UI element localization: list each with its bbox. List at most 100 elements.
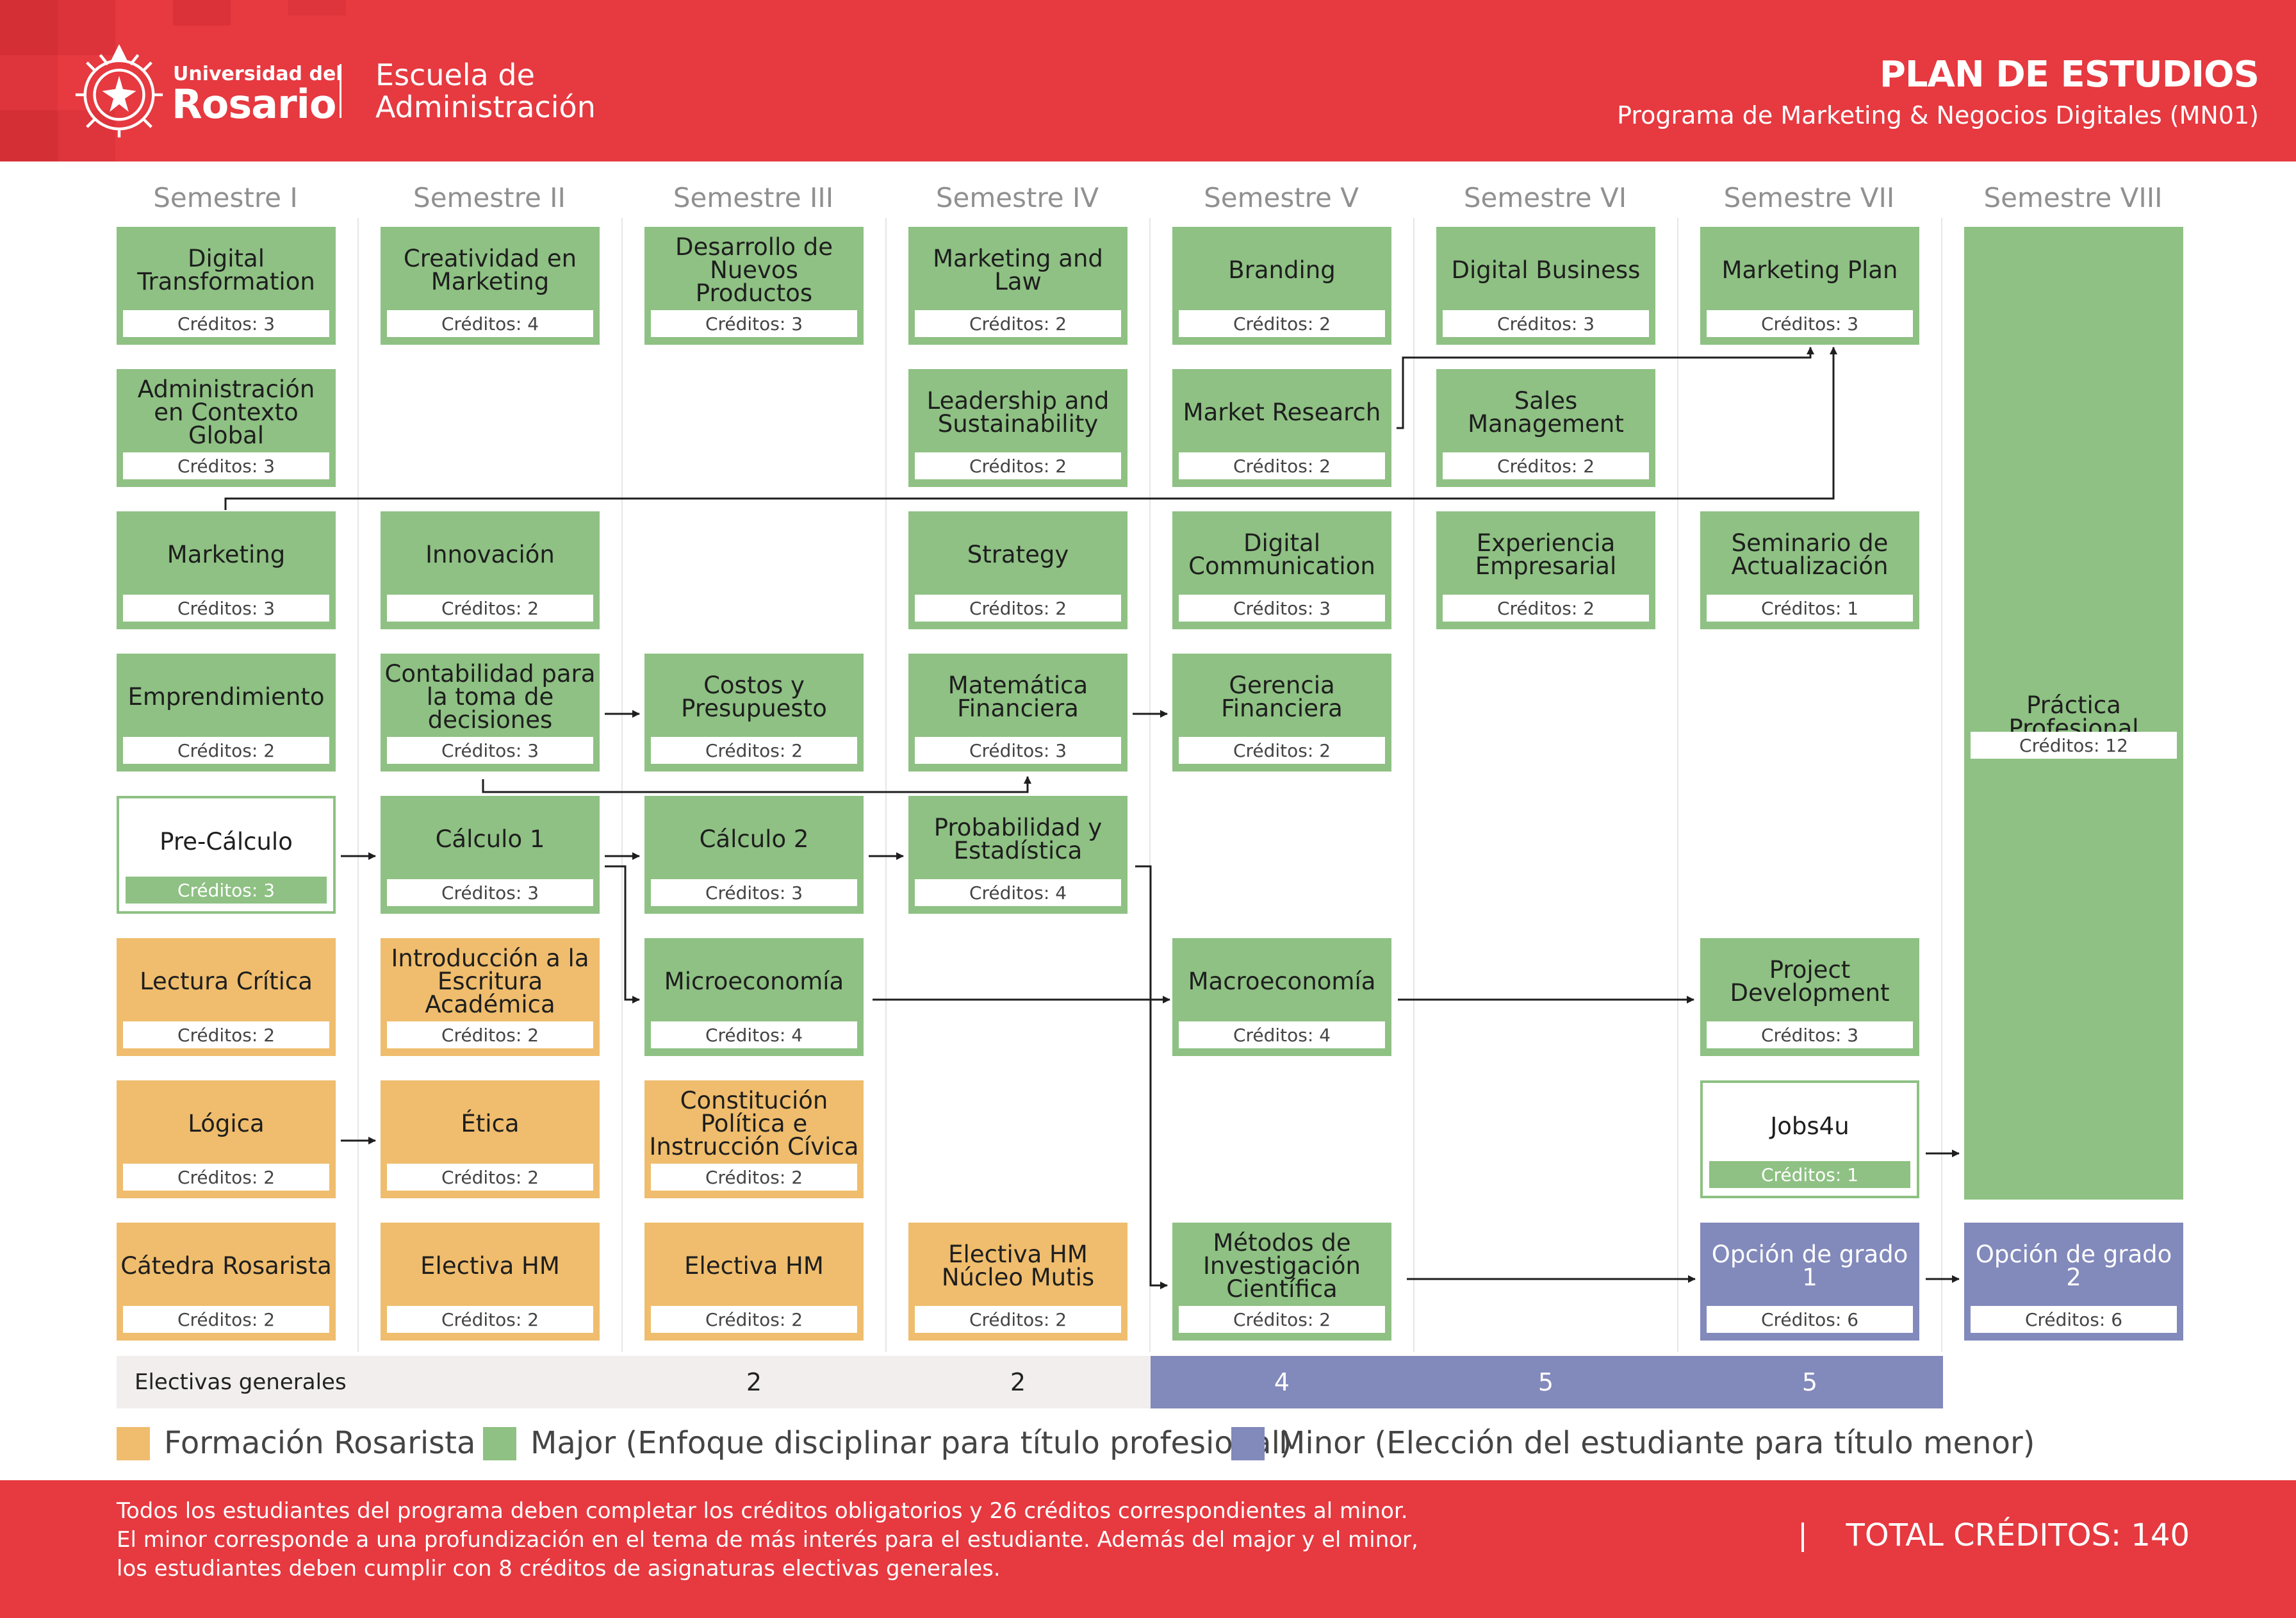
elective-credits-value: 4 bbox=[1274, 1368, 1290, 1396]
course-credits: Créditos: 2 bbox=[915, 1306, 1121, 1333]
course-credits: Créditos: 3 bbox=[1707, 310, 1913, 337]
course-credits: Créditos: 2 bbox=[123, 737, 329, 764]
course-box-constitucion[interactable]: Constitución Política e Instrucción Cívi… bbox=[644, 1080, 864, 1198]
course-name: Desarrollo de Nuevos Productos bbox=[675, 233, 833, 307]
course-credits: Créditos: 3 bbox=[126, 877, 327, 904]
course-name: Strategy bbox=[967, 541, 1069, 568]
course-credits: Créditos: 3 bbox=[651, 310, 857, 337]
program-subtitle: Programa de Marketing & Negocios Digital… bbox=[1617, 101, 2259, 129]
course-name: Experiencia Empresarial bbox=[1475, 529, 1617, 580]
course-name: Práctica Profesional bbox=[2008, 691, 2139, 742]
course-credits: Créditos: 6 bbox=[1971, 1306, 2177, 1333]
course-box-calculo-2[interactable]: Cálculo 2 Créditos: 3 bbox=[644, 796, 864, 914]
course-name: Pre-Cálculo bbox=[160, 828, 293, 855]
course-credits: Créditos: 2 bbox=[1179, 737, 1385, 764]
course-credits: Créditos: 2 bbox=[651, 737, 857, 764]
university-name-big: Rosario bbox=[172, 81, 336, 128]
course-credits: Créditos: 12 bbox=[1971, 732, 2177, 759]
course-name: Contabilidad para la toma de decisiones bbox=[384, 660, 596, 734]
footer-bar bbox=[0, 1480, 2296, 1618]
university-logo: Universidad del Rosario Escuela de Admin… bbox=[72, 44, 596, 140]
page-title: PLAN DE ESTUDIOS bbox=[1879, 54, 2259, 95]
legend-label: Minor (Elección del estudiante para títu… bbox=[1279, 1425, 2035, 1461]
school-name-line2: Administración bbox=[375, 90, 596, 124]
course-credits: Créditos: 3 bbox=[1179, 595, 1385, 622]
column-divider bbox=[621, 218, 623, 1352]
course-name: Ética bbox=[461, 1110, 520, 1137]
course-credits: Créditos: 2 bbox=[1179, 452, 1385, 479]
course-name: Marketing and Law bbox=[933, 245, 1103, 295]
course-name: Marketing bbox=[167, 541, 286, 568]
course-credits: Créditos: 3 bbox=[915, 737, 1121, 764]
course-credits: Créditos: 2 bbox=[651, 1164, 857, 1191]
column-divider bbox=[357, 218, 359, 1352]
total-credits: TOTAL CRÉDITOS: 140 bbox=[1846, 1517, 2190, 1553]
course-name: Electiva HM bbox=[420, 1252, 560, 1280]
course-credits: Créditos: 3 bbox=[651, 879, 857, 906]
course-credits: Créditos: 2 bbox=[1179, 1306, 1385, 1333]
logo-divider bbox=[340, 64, 341, 118]
course-credits: Créditos: 3 bbox=[387, 737, 593, 764]
course-name: Sales Management bbox=[1468, 387, 1624, 438]
course-credits: Créditos: 2 bbox=[1443, 452, 1649, 479]
school-name: Escuela de Administración bbox=[375, 59, 596, 123]
semester-header-8: Semestre VIII bbox=[1983, 182, 2163, 213]
course-credits: Créditos: 3 bbox=[1707, 1021, 1913, 1048]
course-name: Innovación bbox=[425, 541, 555, 568]
course-name: Digital Business bbox=[1451, 256, 1641, 284]
semester-header-1: Semestre I bbox=[153, 182, 298, 213]
column-divider bbox=[1677, 218, 1678, 1352]
course-name: Matemática Financiera bbox=[947, 672, 1088, 722]
footer-note: Todos los estudiantes del programa deben… bbox=[117, 1497, 1590, 1583]
course-name: Market Research bbox=[1183, 399, 1381, 426]
arrow-probabilidad-metodos bbox=[1135, 865, 1168, 1289]
university-name-small: Universidad del bbox=[173, 63, 343, 85]
arrow-marketresearch-marketingplan bbox=[1397, 347, 1814, 429]
course-name: Cálculo 2 bbox=[699, 825, 809, 853]
course-name: Electiva HM bbox=[684, 1252, 824, 1280]
course-name: Jobs4u bbox=[1770, 1112, 1849, 1140]
